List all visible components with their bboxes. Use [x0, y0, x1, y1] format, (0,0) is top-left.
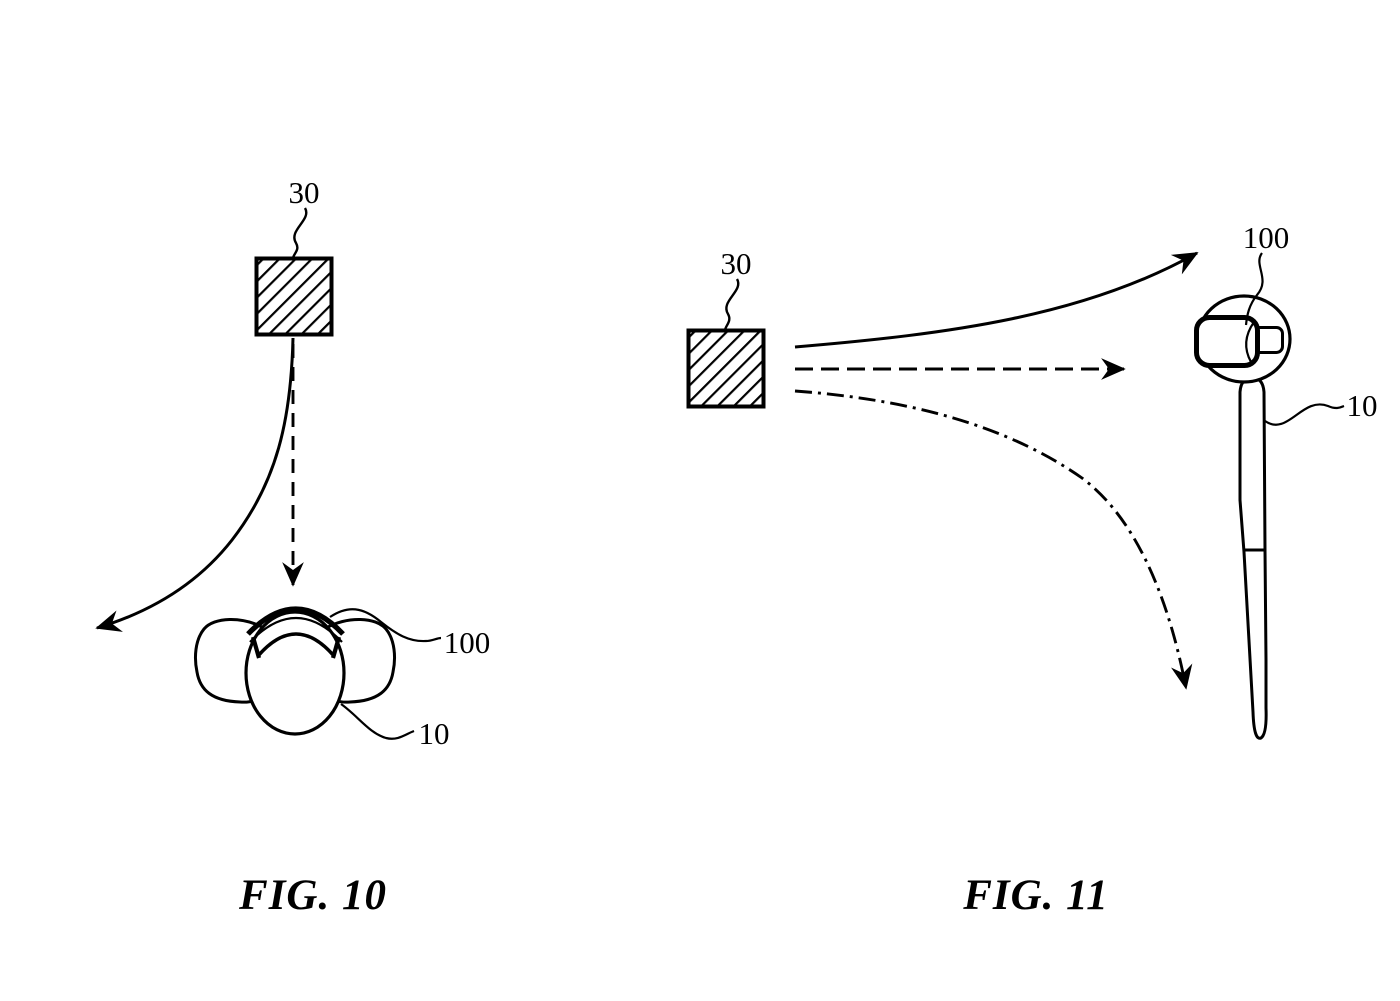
fig11-leader-line-10 — [1264, 403, 1345, 426]
fig10-leader-line-10 — [340, 703, 415, 740]
fig10-curved-arrow — [95, 337, 295, 632]
fig11-headset-goggles — [1194, 315, 1260, 368]
fig11-label-100: 100 — [1243, 220, 1290, 255]
fig11-headset-lens-edge — [1245, 321, 1255, 363]
fig11-dashdot-arrow — [794, 389, 1193, 690]
fig10: 30 100 10 FIG. 10 — [95, 175, 491, 919]
fig10-headset-middle-band — [249, 617, 343, 643]
fig10-leader-line-30 — [291, 207, 308, 259]
fig10-label-10: 10 — [419, 716, 450, 751]
fig11-leader-line-30 — [723, 278, 740, 331]
fig10-headset-left-temple — [250, 636, 262, 659]
fig11-user-body-side-view — [1238, 375, 1268, 740]
fig10-leader-line-100 — [329, 608, 442, 643]
fig11-caption: FIG. 11 — [962, 872, 1109, 919]
fig10-caption: FIG. 10 — [238, 872, 387, 919]
fig11-solid-curved-arrow — [794, 251, 1199, 349]
fig11-source-box — [686, 328, 766, 409]
fig10-label-100: 100 — [444, 625, 491, 660]
fig10-source-box — [254, 256, 334, 337]
fig11: 30 100 10 FIG. 11 — [686, 220, 1378, 919]
fig11-leader-line-100 — [1244, 252, 1264, 326]
fig11-label-10: 10 — [1347, 388, 1378, 423]
fig11-label-30: 30 — [721, 246, 752, 281]
fig10-headset-visor-arc — [256, 632, 336, 658]
fig10-label-30: 30 — [289, 175, 320, 210]
fig10-headset-outer-band — [246, 606, 345, 636]
fig10-headset-right-temple — [330, 636, 342, 659]
